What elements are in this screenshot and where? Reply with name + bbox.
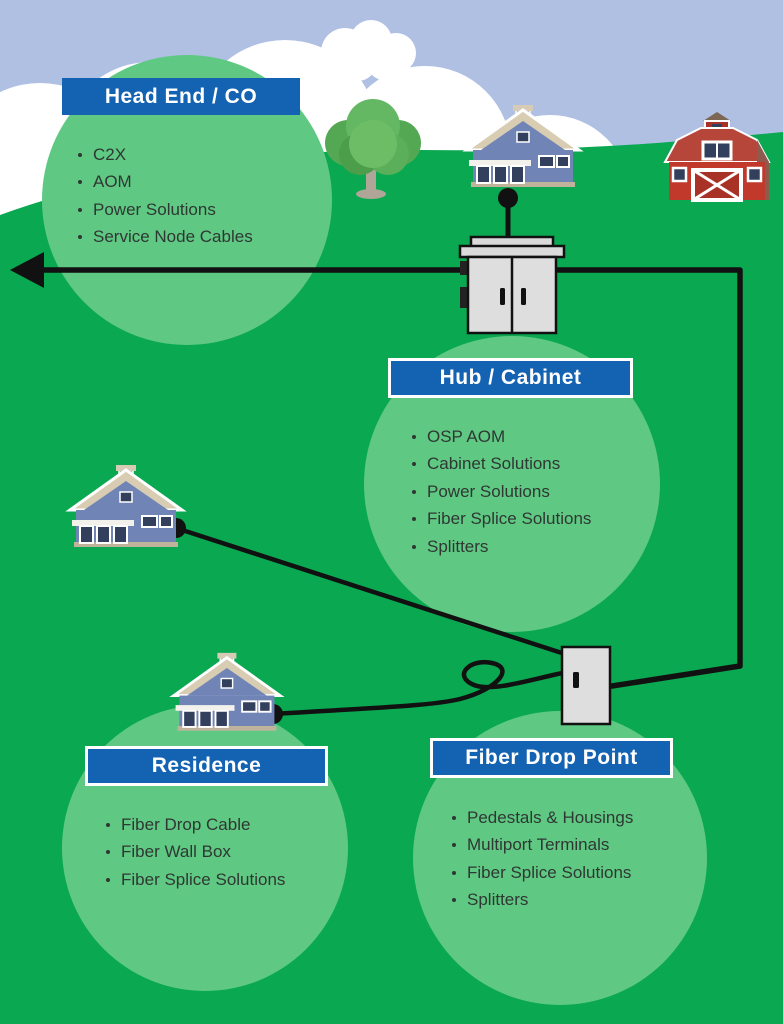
list-item-text: Fiber Splice Solutions	[121, 869, 286, 889]
list-item-text: OSP AOM	[427, 426, 506, 446]
list-item: Multiport Terminals	[452, 832, 633, 860]
tree-icon	[325, 99, 421, 199]
cloud-icon	[321, 20, 416, 81]
list-item: Pedestals & Housings	[452, 804, 633, 832]
list-item: OSP AOM	[412, 423, 591, 451]
list-item-text: Fiber Drop Cable	[121, 814, 251, 834]
list-item-text: Pedestals & Housings	[467, 807, 634, 827]
list-item-text: AOM	[93, 172, 132, 192]
bullet-dot	[412, 517, 416, 522]
section-title-fiber-drop-point: Fiber Drop Point	[430, 738, 673, 778]
list-item: Fiber Wall Box	[106, 839, 285, 867]
section-title-hub-cabinet: Hub / Cabinet	[388, 358, 633, 398]
list-item: Power Solutions	[412, 478, 591, 506]
list-item: Power Solutions	[78, 196, 253, 224]
fiber-trunk-line	[35, 267, 743, 689]
list-item: C2X	[78, 141, 253, 169]
list-item: Service Node Cables	[78, 224, 253, 252]
arrow-left-icon	[10, 252, 44, 288]
bullet-dot	[106, 877, 110, 882]
list-item: Fiber Splice Solutions	[452, 859, 633, 887]
house-icon	[465, 103, 581, 189]
list-item-text: Power Solutions	[427, 481, 550, 501]
list-item: Fiber Drop Cable	[106, 811, 285, 839]
list-item-text: Multiport Terminals	[467, 835, 610, 855]
list-item-text: Service Node Cables	[93, 227, 253, 247]
connection-dot	[498, 188, 518, 208]
list-item-text: Splitters	[467, 890, 529, 910]
bullet-dot	[452, 898, 456, 903]
list-item-text: Splitters	[427, 536, 489, 556]
list-item-text: C2X	[93, 144, 127, 164]
list-item-text: Fiber Wall Box	[121, 842, 231, 862]
list-head-end: C2X AOM Power Solutions Service Node Cab…	[78, 141, 253, 251]
pedestal-icon	[560, 645, 612, 726]
bullet-dot	[452, 870, 456, 875]
house-icon	[172, 651, 282, 733]
list-item: Splitters	[452, 887, 633, 915]
list-item: Cabinet Solutions	[412, 451, 591, 479]
section-title-head-end: Head End / CO	[62, 78, 300, 115]
bullet-dot	[106, 850, 110, 855]
bullet-dot	[452, 843, 456, 848]
bullet-dot	[412, 489, 416, 494]
bullet-dot	[412, 544, 416, 549]
drop-line-residence	[270, 659, 565, 717]
section-title-residence: Residence	[85, 746, 328, 786]
list-item-text: Fiber Splice Solutions	[467, 862, 632, 882]
list-fiber-drop-point: Pedestals & Housings Multiport Terminals…	[452, 804, 633, 914]
bullet-dot	[78, 235, 82, 240]
list-item: AOM	[78, 169, 253, 197]
list-hub-cabinet: OSP AOM Cabinet Solutions Power Solution…	[412, 423, 591, 561]
list-item-text: Power Solutions	[93, 199, 216, 219]
list-item: Fiber Splice Solutions	[106, 866, 285, 894]
barn-icon	[663, 112, 771, 202]
list-item: Fiber Splice Solutions	[412, 506, 591, 534]
bullet-dot	[106, 822, 110, 827]
drop-line-house	[173, 525, 571, 658]
bullet-dot	[452, 815, 456, 820]
list-item-text: Cabinet Solutions	[427, 454, 561, 474]
list-item-text: Fiber Splice Solutions	[427, 509, 592, 529]
bullet-dot	[412, 434, 416, 439]
bullet-dot	[78, 207, 82, 212]
house-icon	[68, 463, 184, 549]
bullet-dot	[412, 462, 416, 467]
cabinet-icon	[458, 235, 566, 335]
bullet-dot	[78, 152, 82, 157]
list-item: Splitters	[412, 533, 591, 561]
bullet-dot	[78, 180, 82, 185]
list-residence: Fiber Drop Cable Fiber Wall Box Fiber Sp…	[106, 811, 285, 894]
